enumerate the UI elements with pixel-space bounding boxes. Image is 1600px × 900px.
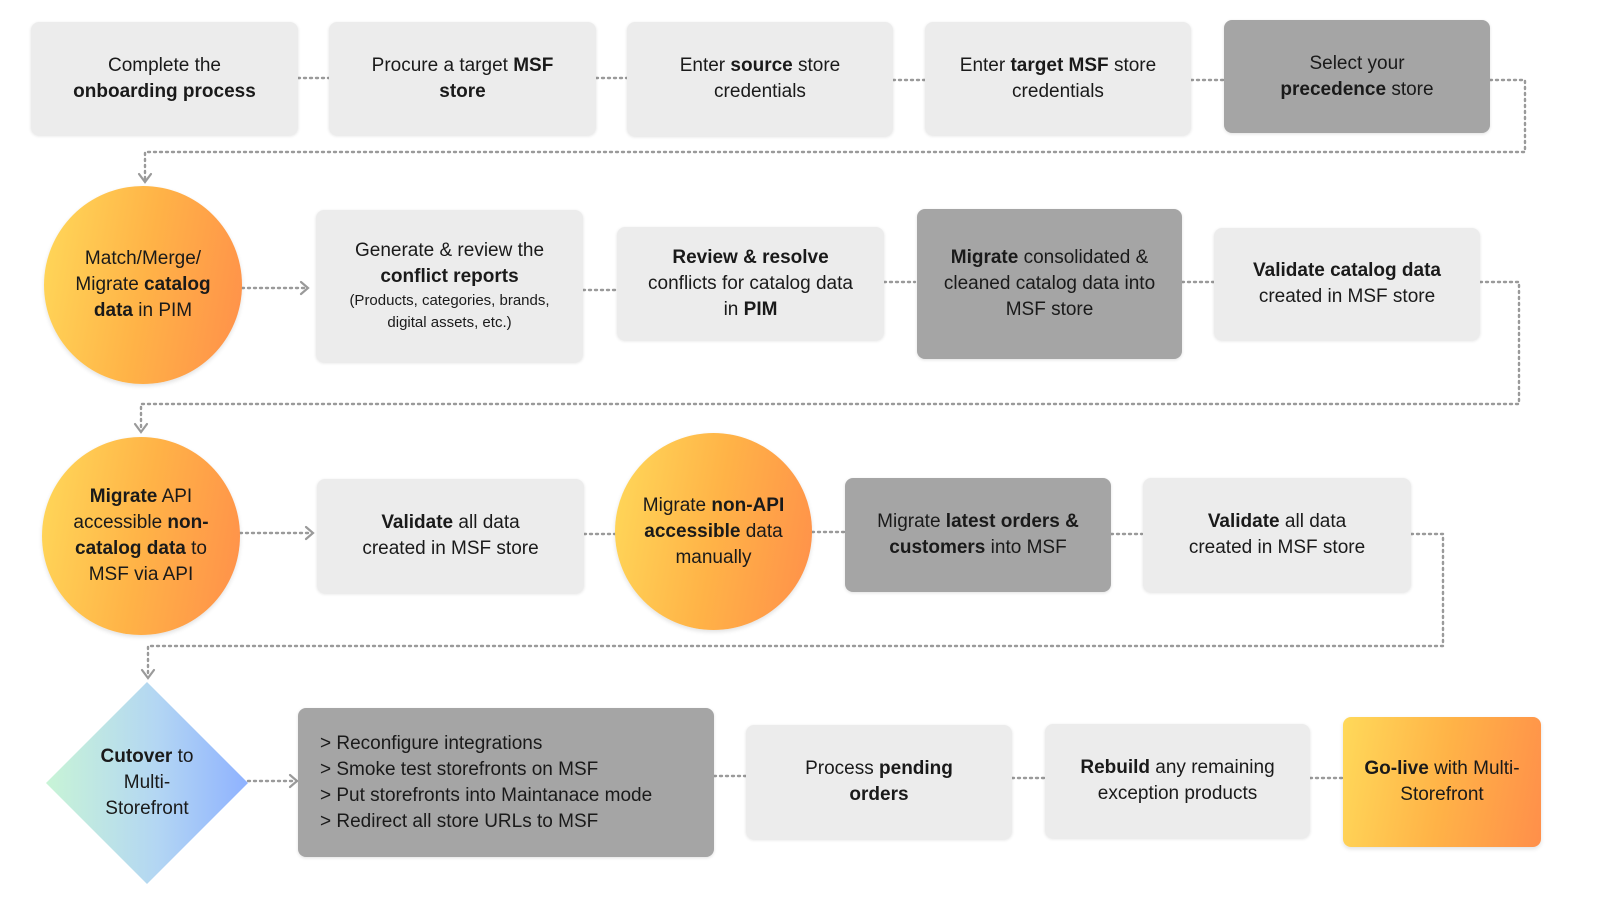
step-label: Rebuild any remaining exception products [1070,755,1285,807]
label-part: to Multi-Storefront [105,746,194,819]
label-part: Select your [1309,52,1405,74]
step-validate-all-data-1: Validate all data created in MSF store [317,479,584,593]
label-bold: non-API accessible [644,494,785,542]
step-label: Validate catalog data created in MSF sto… [1237,258,1457,310]
label-part: Procure a target [371,54,514,76]
step-label: Cutover to Multi-Storefront [46,682,248,884]
label-part: store credentials [714,55,841,102]
label-part: any remaining exception products [1097,757,1275,804]
label-part: store credentials [1012,54,1157,102]
label-bold: conflict reports [380,266,519,287]
step-procure-target-store: Procure a target MSF store [329,22,596,135]
label-bold: latest orders & customers [889,511,1079,558]
label-part: to MSF via API [88,538,207,585]
step-label: Enter source store credentials [660,53,860,105]
label-part: Enter [679,55,731,76]
label-part: Match/Merge/ Migrate [75,248,202,295]
label-part: consolidated & cleaned catalog data into… [943,247,1156,320]
checklist-item: > Reconfigure integrations [320,732,543,754]
label-part: Migrate [877,511,946,532]
label-part: API accessible [73,486,193,533]
label-part: Process [805,758,880,779]
label-bold: Validate [381,512,454,533]
step-label: Process pending orders [779,756,979,808]
step-label: Migrate latest orders & customers into M… [863,509,1093,561]
step-enter-source-credentials: Enter source store credentials [627,22,893,136]
label-bold: catalog data [93,274,211,321]
step-match-merge-migrate-catalog: Match/Merge/ Migrate catalog data in PIM [44,186,242,384]
checklist: > Reconfigure integrations > Smoke test … [320,731,652,835]
step-validate-all-data-2: Validate all data created in MSF store [1143,478,1411,592]
step-label: Review & resolve conflicts for catalog d… [643,245,858,323]
step-label: Select your precedence store [1280,51,1433,103]
label-bold: Review & resolve [672,246,829,268]
step-migrate-api-non-catalog: Migrate API accessible non-catalog data … [42,437,240,635]
step-label: Validate all data created in MSF store [348,510,553,562]
step-migrate-consolidated-catalog: Migrate consolidated & cleaned catalog d… [917,209,1182,359]
step-label: Enter target MSF store credentials [958,53,1158,105]
label-bold: Rebuild [1080,757,1151,778]
step-review-resolve-conflicts: Review & resolve conflicts for catalog d… [617,227,884,340]
label-bold: PIM [743,298,778,320]
step-rebuild-exception-products: Rebuild any remaining exception products [1045,724,1310,838]
step-generate-conflict-reports: Generate & review the conflict reports (P… [316,210,583,362]
label-bold: Validate catalog data [1253,260,1441,281]
label-note: (Products, categories, brands, digital a… [349,292,550,331]
label-part: Generate & review the [354,240,545,261]
label-bold: Validate [1207,511,1280,532]
step-label: Procure a target MSF store [372,53,554,105]
step-cutover-diamond: Cutover to Multi-Storefront [46,682,248,884]
step-label: Migrate API accessible non-catalog data … [64,484,219,588]
label-bold: Migrate [950,247,1019,268]
label-bold: precedence [1280,78,1387,100]
checklist-item: > Redirect all store URLs to MSF [320,810,599,832]
label-part: store [1386,78,1434,100]
checklist-item: > Put storefronts into Maintanace mode [320,784,653,806]
label-part: created in MSF store [1258,286,1436,307]
label-part: all data created in MSF store [362,512,539,559]
label-part: conflicts for catalog data in [648,272,853,320]
step-complete-onboarding: Complete the onboarding process [31,22,298,135]
label-part: Enter [959,54,1011,76]
step-go-live: Go-live with Multi-Storefront [1343,717,1541,847]
step-label: Go-live with Multi-Storefront [1362,756,1522,808]
label-part: all data created in MSF store [1188,511,1366,558]
label-bold: pending orders [849,758,953,805]
step-select-precedence-store: Select your precedence store [1224,20,1490,133]
label-part: with Multi-Storefront [1400,758,1520,805]
step-label: Complete the onboarding process [73,53,256,105]
step-label: Validate all data created in MSF store [1175,509,1380,561]
label-bold: Go-live [1364,758,1429,779]
step-label: Generate & review the conflict reports (P… [337,238,562,334]
step-validate-catalog-data: Validate catalog data created in MSF sto… [1214,228,1480,340]
label-bold: non-catalog data [75,512,209,559]
step-label: Match/Merge/ Migrate catalog data in PIM [68,246,218,324]
label-part: data manually [675,520,783,568]
step-enter-target-credentials: Enter target MSF store credentials [925,22,1191,135]
label-part: into MSF [985,537,1067,558]
label-bold: source [730,55,793,76]
label-bold: MSF [513,54,554,76]
label-bold: Migrate [89,486,158,507]
label-part: in PIM [132,300,193,321]
label-bold: onboarding process [73,80,256,102]
checklist-item: > Smoke test storefronts on MSF [320,758,599,780]
label-bold: target MSF [1010,54,1109,76]
label-part: Migrate [642,494,712,516]
step-migrate-latest-orders-customers: Migrate latest orders & customers into M… [845,478,1111,592]
label-bold: store [439,80,486,102]
step-label: Migrate non-API accessible data manually [634,493,794,571]
step-label: Migrate consolidated & cleaned catalog d… [942,245,1157,323]
step-cutover-checklist: > Reconfigure integrations > Smoke test … [298,708,714,857]
step-migrate-non-api-manually: Migrate non-API accessible data manually [615,433,812,630]
label-part: Complete the [107,54,221,76]
label-bold: Cutover [100,746,173,767]
step-process-pending-orders: Process pending orders [746,725,1012,839]
